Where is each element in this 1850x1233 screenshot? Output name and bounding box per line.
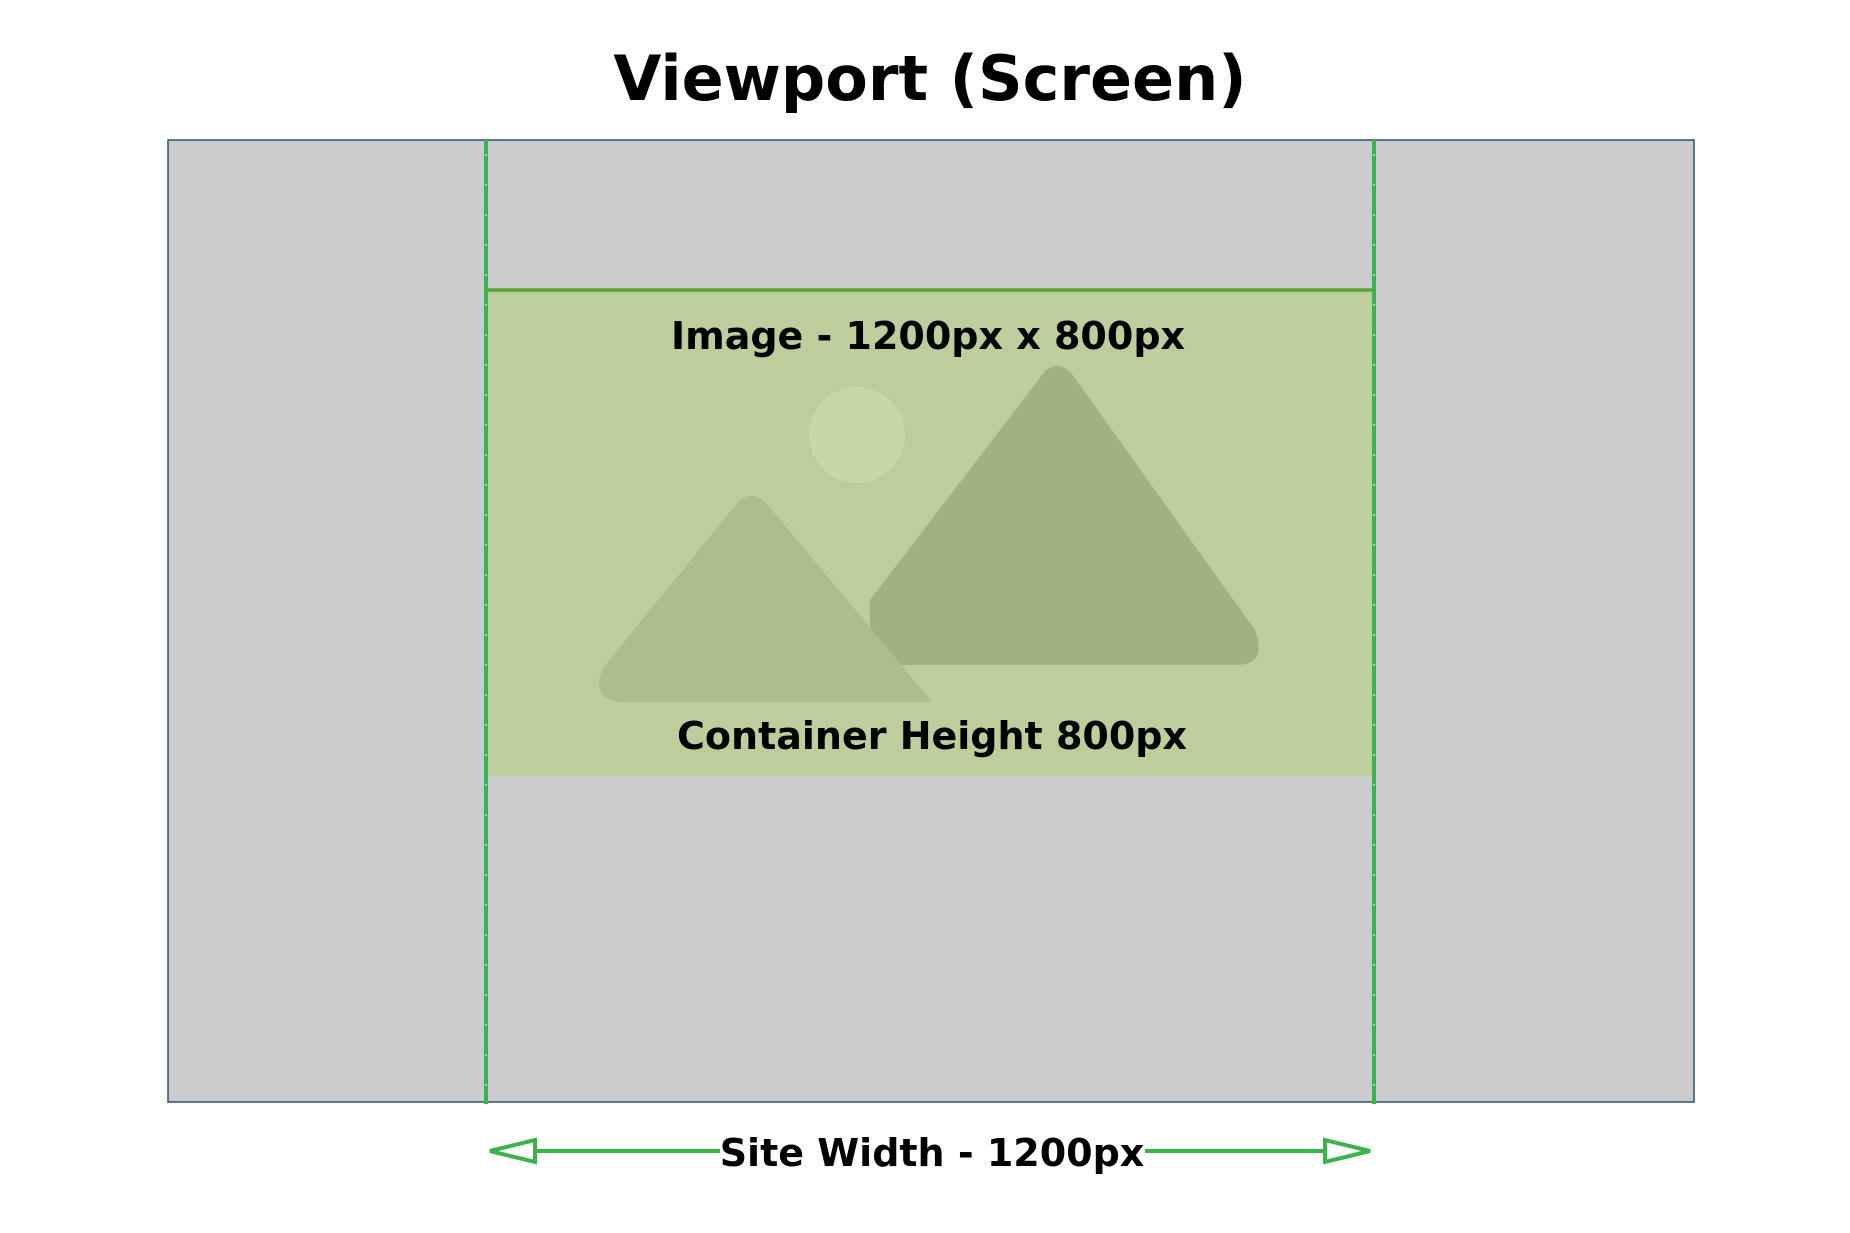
container-height-label: Container Height 800px: [677, 714, 1187, 758]
site-width-guides: [484, 140, 1376, 1104]
arrow-left-head: [489, 1137, 537, 1165]
mountain-front-shape: [599, 495, 932, 702]
arrow-right-icon: [1145, 1137, 1371, 1165]
arrow-right-head: [1323, 1137, 1371, 1165]
sun-shape: [809, 387, 905, 483]
image-size-label: Image - 1200px x 800px: [671, 314, 1185, 358]
image-placeholder-icon: [599, 365, 1259, 702]
arrow-left-icon: [489, 1137, 720, 1165]
site-width-label: Site Width - 1200px: [720, 1131, 1145, 1175]
mountain-back-shape: [870, 365, 1259, 665]
diagram-title: Viewport (Screen): [613, 42, 1246, 115]
